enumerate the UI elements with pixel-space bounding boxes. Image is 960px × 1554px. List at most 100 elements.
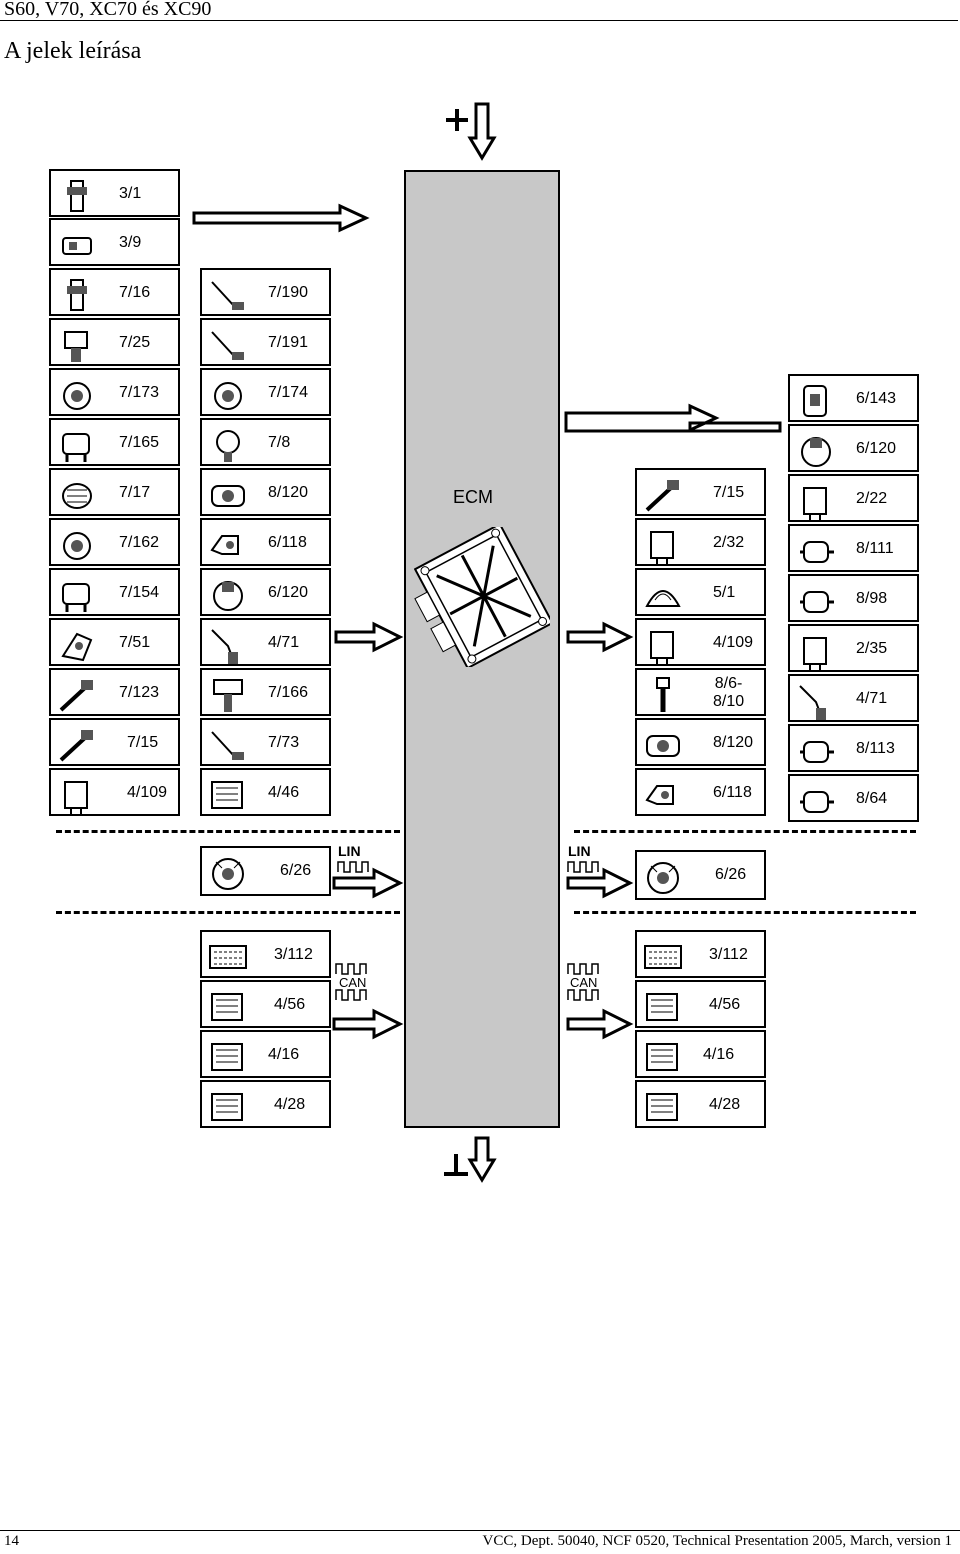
control-panel-icon [644,945,682,969]
component-label: 6/143 [856,390,897,407]
temperature-sensor-icon [67,279,87,311]
section-divider [56,911,400,914]
component-label: 4/56 [274,996,306,1013]
throttle-body-icon [801,437,831,467]
input-component: 3/1 [49,169,180,217]
control-module-icon [211,1043,243,1071]
lin-arrow [332,867,404,899]
component-label: 5/1 [713,584,736,601]
ignition-coil-icon [213,679,243,712]
component-label: 7/165 [119,434,160,451]
lin-label-right: LIN [568,843,591,859]
component-label: 7/190 [268,284,309,301]
output-component: 4/71 [788,674,919,722]
component-label: 7/15 [713,484,745,501]
input-component: 7/8 [200,418,331,466]
input-component: 6/120 [200,568,331,616]
can-component: 4/56 [200,980,331,1028]
oxygen-sensor-icon [59,680,93,712]
can-component: 3/112 [200,930,331,978]
can-label-left: CAN [339,975,367,990]
relay-icon [650,631,674,664]
can-component: 4/16 [200,1030,331,1078]
temperature-probe-icon [211,331,244,360]
output-component: 2/35 [788,624,919,672]
input-component: 4/46 [200,768,331,816]
component-label: 4/109 [127,784,168,801]
can-arrow [566,1008,634,1040]
solenoid-valve-icon [800,541,834,563]
component-label: 7/25 [119,334,151,351]
component-label: 4/109 [713,634,754,651]
throttle-body-icon [213,581,243,611]
input-component: 4/109 [49,768,180,816]
instrument-cluster-icon [645,590,681,607]
header-rule [0,20,958,21]
component-label: 8/98 [856,590,888,607]
section-divider [56,830,400,833]
sensor-icon [62,583,90,612]
output-component: 8/98 [788,574,919,622]
component-label: 7/154 [119,584,160,601]
output-component: 8/6- 8/10 [635,668,766,716]
page-number: 14 [4,1533,19,1549]
position-sensor-icon [64,331,88,362]
control-module-icon [646,993,678,1021]
component-label: 4/56 [709,996,741,1013]
output-component: 6/118 [635,768,766,816]
can-component: 3/112 [635,930,766,978]
component-label: 8/113 [856,740,895,757]
component-label: 7/166 [268,684,309,701]
component-label: 8/120 [268,484,309,501]
component-label: 7/16 [119,284,151,301]
throttle-unit-icon [211,485,245,507]
component-label: 3/9 [119,234,142,251]
control-module-icon [211,1093,243,1121]
component-label: 6/118 [268,534,307,551]
injector-icon [656,677,670,712]
component-label: 4/46 [268,784,300,801]
pressure-sensor-icon [214,382,242,410]
alternator-icon [647,862,679,894]
component-label: 3/112 [709,946,748,963]
can-component: 4/56 [635,980,766,1028]
input-component: 7/73 [200,718,331,766]
component-label: 8/120 [713,734,754,751]
output-component: 8/113 [788,724,919,772]
input-component: 7/25 [49,318,180,366]
section-title: A jelek leírása [4,38,142,64]
component-label: 7/15 [127,734,159,751]
component-label: 4/16 [703,1046,735,1063]
signal-arrow [334,621,404,653]
output-component: 5/1 [635,568,766,616]
output-component: 6/120 [788,424,919,472]
input-component: 7/166 [200,668,331,716]
input-component: 7/154 [49,568,180,616]
solenoid-valve-icon [800,791,834,813]
input-component: 7/191 [200,318,331,366]
input-component: 7/162 [49,518,180,566]
can-label-right: CAN [570,975,598,990]
output-component: 8/120 [635,718,766,766]
output-component: 2/32 [635,518,766,566]
lin-component: 6/26 [635,850,766,900]
solenoid-valve-icon [800,741,834,763]
signal-arrow [192,203,370,233]
component-label: 7/173 [119,384,160,401]
component-label: 4/16 [268,1046,300,1063]
can-component: 4/28 [200,1080,331,1128]
glow-plug-icon [799,685,826,720]
section-divider [574,911,916,914]
power-supply-icon [446,102,497,161]
control-module-icon [211,781,243,809]
pedal-sensor-icon [61,632,93,662]
output-component: 7/15 [635,468,766,516]
pressure-switch-icon [216,430,240,462]
component-label: 4/71 [856,690,888,707]
lin-arrow [566,867,634,899]
can-component: 4/16 [635,1030,766,1078]
input-component: 7/16 [49,268,180,316]
lin-label-left: LIN [338,843,361,859]
component-label: 4/71 [268,634,300,651]
output-component: 8/111 [788,524,919,572]
